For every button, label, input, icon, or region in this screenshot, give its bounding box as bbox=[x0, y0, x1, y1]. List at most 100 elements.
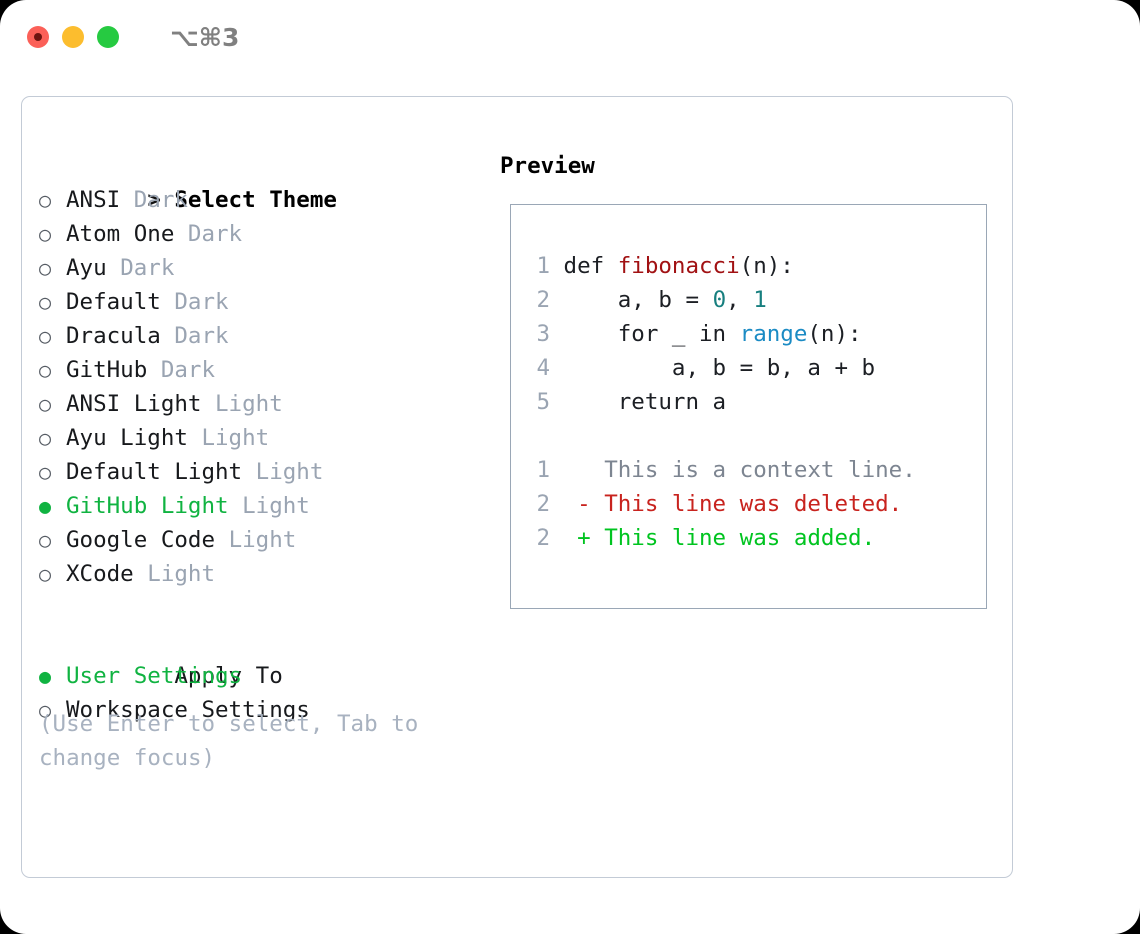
code-gutter-space bbox=[550, 321, 564, 347]
theme-item-label: Dracula bbox=[66, 323, 175, 349]
theme-item-tag: Light bbox=[215, 391, 283, 417]
code-line: 1 def fibonacci(n): bbox=[522, 249, 980, 283]
code-token-num: 1 bbox=[753, 287, 767, 313]
apply-to-list: ● User Settings ○ Workspace Settings bbox=[39, 659, 499, 727]
caret-icon: > bbox=[147, 187, 161, 213]
close-button[interactable] bbox=[27, 26, 49, 48]
theme-item-label: ANSI Light bbox=[66, 391, 216, 417]
diff-line-del: 2 - This line was deleted. bbox=[522, 487, 980, 521]
theme-item-label: Ayu bbox=[66, 255, 121, 281]
line-number: 4 bbox=[536, 355, 550, 381]
line-number: 2 bbox=[536, 525, 550, 551]
theme-item-xcode[interactable]: ○ XCode Light bbox=[39, 557, 499, 591]
diff-line-add: 2 + This line was added. bbox=[522, 521, 980, 555]
theme-item-github[interactable]: ○GitHub Dark bbox=[39, 353, 499, 387]
code-token-plain: (n): bbox=[739, 253, 794, 279]
diff-sign: + bbox=[550, 525, 605, 551]
theme-item-label: GitHub Light bbox=[66, 493, 243, 519]
diff-text: This line was deleted. bbox=[604, 491, 903, 517]
code-blank-line bbox=[522, 419, 980, 453]
radio-unselected-icon[interactable]: ○ bbox=[39, 562, 52, 586]
code-token-plain: for _ in bbox=[563, 321, 740, 347]
apply-to-heading: Apply To bbox=[39, 625, 499, 689]
theme-item-tag: Light bbox=[242, 493, 310, 519]
theme-item-ayu[interactable]: ○ Ayu Dark bbox=[39, 251, 499, 285]
theme-item-dracula[interactable]: ○ Dracula Dark bbox=[39, 319, 499, 353]
theme-item-tag: Light bbox=[228, 527, 297, 553]
line-number: 3 bbox=[536, 321, 550, 347]
radio-selected-icon[interactable]: ● bbox=[39, 664, 52, 688]
theme-item-tag: Dark bbox=[120, 255, 175, 281]
theme-item-label: ANSI bbox=[66, 187, 134, 213]
select-theme-heading-label: Select Theme bbox=[174, 187, 337, 213]
code-token-plain: def bbox=[563, 253, 618, 279]
theme-item-atom-one[interactable]: ○Atom One Dark bbox=[39, 217, 499, 251]
list-spacer bbox=[39, 591, 499, 625]
code-gutter-space bbox=[550, 253, 564, 279]
apply-to-item-label: Workspace Settings bbox=[66, 697, 310, 723]
code-token-num: 0 bbox=[712, 287, 727, 313]
select-theme-heading: > Select Theme bbox=[39, 149, 499, 213]
line-number: 2 bbox=[536, 491, 550, 517]
main-panel: >Select Theme ○ANSI Dark○Atom One Dark○A… bbox=[21, 96, 1013, 878]
apply-to-item-workspace-settings[interactable]: ○ Workspace Settings bbox=[39, 693, 499, 727]
theme-item-google-code[interactable]: ○Google Code Light bbox=[39, 523, 499, 557]
radio-unselected-icon[interactable]: ○ bbox=[39, 358, 52, 382]
theme-item-tag: Dark bbox=[174, 289, 229, 315]
theme-item-tag: Dark bbox=[174, 323, 229, 349]
code-line: 3 for _ in range(n): bbox=[522, 317, 980, 351]
apply-to-item-user-settings[interactable]: ● User Settings bbox=[39, 659, 499, 693]
line-number: 2 bbox=[536, 287, 550, 313]
preview-column: Preview 1 def fibonacci(n):2 a, b = 0, 1… bbox=[500, 149, 995, 609]
traffic-lights bbox=[27, 26, 119, 48]
code-token-plain: (n): bbox=[807, 321, 862, 347]
radio-unselected-icon[interactable]: ○ bbox=[39, 222, 52, 246]
minimize-button[interactable] bbox=[62, 26, 84, 48]
theme-item-tag: Dark bbox=[187, 221, 243, 247]
radio-unselected-icon[interactable]: ○ bbox=[39, 528, 52, 552]
radio-unselected-icon[interactable]: ○ bbox=[39, 256, 52, 280]
code-token-plain: a, b = b, a + b bbox=[563, 355, 876, 381]
theme-item-label: XCode bbox=[66, 561, 148, 587]
radio-unselected-icon[interactable]: ○ bbox=[39, 460, 52, 484]
code-gutter-space bbox=[550, 389, 564, 415]
theme-item-tag: Light bbox=[255, 459, 324, 485]
theme-selector-column: >Select Theme ○ANSI Dark○Atom One Dark○A… bbox=[39, 149, 499, 727]
theme-item-ansi-light[interactable]: ○ ANSI Light Light bbox=[39, 387, 499, 421]
line-number: 1 bbox=[536, 253, 550, 279]
theme-item-tag: Dark bbox=[133, 187, 188, 213]
theme-item-ayu-light[interactable]: ○Ayu Light Light bbox=[39, 421, 499, 455]
radio-unselected-icon[interactable]: ○ bbox=[39, 188, 52, 212]
code-gutter-space bbox=[550, 287, 564, 313]
apply-to-item-label: User Settings bbox=[66, 663, 243, 689]
theme-item-tag: Light bbox=[201, 425, 270, 451]
diff-line-ctx: 1 This is a context line. bbox=[522, 453, 980, 487]
theme-item-tag: Light bbox=[147, 561, 216, 587]
diff-text: This is a context line. bbox=[604, 457, 916, 483]
code-gutter-space bbox=[550, 355, 564, 381]
radio-selected-icon[interactable]: ● bbox=[39, 494, 52, 518]
radio-unselected-icon[interactable]: ○ bbox=[39, 324, 52, 348]
zoom-button[interactable] bbox=[97, 26, 119, 48]
diff-sign bbox=[550, 457, 604, 483]
theme-item-default[interactable]: ○Default Dark bbox=[39, 285, 499, 319]
radio-unselected-icon[interactable]: ○ bbox=[39, 392, 52, 416]
theme-item-label: Default Light bbox=[66, 459, 256, 485]
line-number: 5 bbox=[536, 389, 550, 415]
code-token-plain: return a bbox=[563, 389, 727, 415]
radio-unselected-icon[interactable]: ○ bbox=[39, 290, 52, 314]
radio-unselected-icon[interactable]: ○ bbox=[39, 698, 52, 722]
theme-item-github-light[interactable]: ● GitHub Light Light bbox=[39, 489, 499, 523]
code-token-plain: a, b = bbox=[563, 287, 713, 313]
code-line: 4 a, b = b, a + b bbox=[522, 351, 980, 385]
apply-to-heading-label: Apply To bbox=[174, 663, 283, 689]
keyboard-hint: (Use Enter to select, Tab to change focu… bbox=[39, 711, 432, 771]
code-token-builtin: range bbox=[739, 321, 808, 347]
theme-item-default-light[interactable]: ○ Default Light Light bbox=[39, 455, 499, 489]
code-line: 2 a, b = 0, 1 bbox=[522, 283, 980, 317]
theme-item-ansi[interactable]: ○ ANSI Dark bbox=[39, 183, 499, 217]
radio-unselected-icon[interactable]: ○ bbox=[39, 426, 52, 450]
